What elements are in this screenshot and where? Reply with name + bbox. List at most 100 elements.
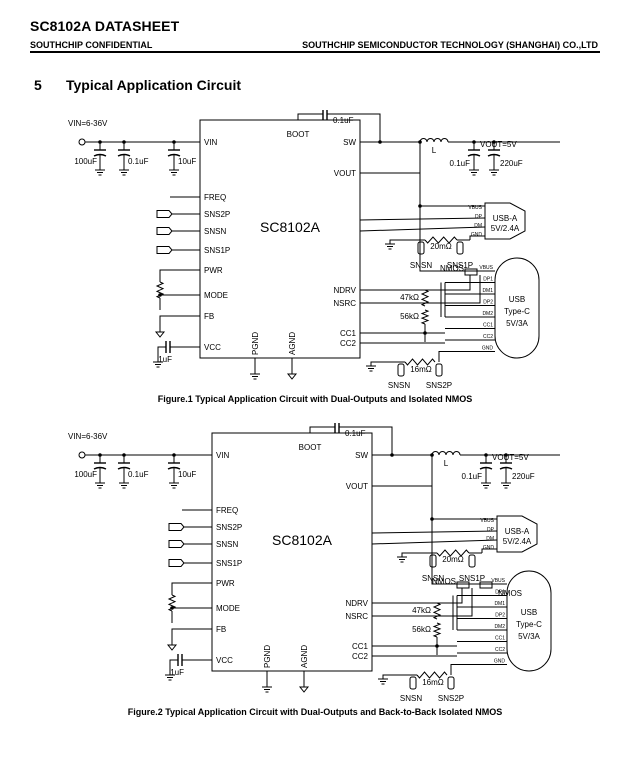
usb-c-pin: DP1 — [483, 277, 493, 283]
boot-cap-label: 0.1uF — [333, 116, 354, 125]
wire — [481, 548, 497, 553]
vin-label: VIN=6-36V — [68, 119, 108, 128]
nmos-label: NMOS — [498, 589, 522, 598]
resistor-47k-label: 47kΩ — [412, 606, 431, 615]
sense-pin-box — [168, 523, 185, 531]
wire — [438, 351, 445, 362]
sense-terminal — [468, 554, 476, 568]
sns-label: SNSN — [410, 261, 432, 270]
sense-terminal — [456, 241, 464, 255]
sense-terminal — [435, 363, 443, 377]
usb-c-pin: CC1 — [483, 323, 493, 329]
sense-resistor-2-label: 16mΩ — [410, 365, 432, 374]
usb-c-rating: 5V/3A — [518, 632, 540, 641]
input-cap-label: 100uF — [74, 470, 97, 479]
vin-label: VIN=6-36V — [68, 432, 108, 441]
usb-c-name: USB — [521, 608, 537, 617]
pin-label-left: MODE — [216, 604, 240, 613]
wire — [159, 315, 200, 332]
usb-c-name: USB — [509, 295, 525, 304]
sense-terminal — [447, 676, 455, 690]
sense-resistor — [436, 549, 470, 557]
pin-label-left: SNS1P — [204, 246, 230, 255]
ic-body — [211, 432, 373, 672]
pin-label-left: SNS1P — [216, 559, 242, 568]
junction-dot — [170, 606, 174, 610]
sns-label: SNS2P — [438, 694, 464, 703]
wire — [450, 664, 457, 675]
usb-a-connector — [496, 515, 538, 553]
output-cap-label: 220uF — [500, 159, 523, 168]
sense-terminal — [417, 241, 425, 255]
junction-dot — [378, 140, 382, 144]
usb-c-pin: CC2 — [483, 334, 493, 340]
dm-wire — [359, 226, 486, 232]
pin-label-left: VCC — [204, 343, 221, 352]
boot-cap-label: 0.1uF — [345, 429, 366, 438]
usb-a-pin: DM — [486, 536, 494, 542]
wire — [297, 113, 323, 120]
usb-c-pin: VBUS — [479, 265, 493, 271]
usb-a-name: USB-A — [505, 527, 530, 536]
sense-pin-box — [168, 559, 185, 567]
usb-a-rating: 5V/2.4A — [503, 537, 532, 546]
nmos-label: NMOS — [440, 264, 464, 273]
inductor-label: L — [432, 146, 437, 155]
vout-label: VOUT=5V — [492, 453, 529, 462]
usb-a-pin: VBUS — [468, 205, 482, 211]
wire — [159, 269, 200, 282]
pin-label-left: VCC — [216, 656, 233, 665]
sense-terminal — [429, 554, 437, 568]
nmos-symbol — [456, 581, 470, 589]
usb-a-pin: VBUS — [480, 518, 494, 524]
junction-dot — [418, 204, 422, 208]
pin-label-right: CC2 — [340, 339, 357, 348]
junction-dot — [430, 453, 434, 457]
pin-label-left: FB — [216, 625, 226, 634]
sense-resistor-1-label: 20mΩ — [442, 555, 464, 564]
pin-label-right: VOUT — [334, 169, 356, 178]
pin-label-right: NDRV — [333, 286, 356, 295]
wire — [339, 426, 393, 455]
usb-c-pin: DP1 — [495, 590, 505, 596]
usb-c-pin: DP2 — [495, 613, 505, 619]
sns-label: SNS1P — [459, 574, 485, 583]
sense-pin-box — [156, 210, 173, 218]
junction-dot — [158, 293, 162, 297]
wire — [401, 552, 437, 557]
confidential-label: SOUTHCHIP CONFIDENTIAL — [30, 40, 153, 50]
usb-c-connector — [506, 570, 552, 672]
pin-label-right: VOUT — [346, 482, 368, 491]
sns-label: SNSN — [400, 694, 422, 703]
usb-c-pin: DM2 — [494, 624, 505, 630]
wire — [327, 113, 381, 142]
vin-terminal — [78, 451, 86, 459]
input-cap-label: 10uF — [178, 470, 196, 479]
pin-label-left: MODE — [204, 291, 228, 300]
vcc-cap-label: 1uF — [158, 355, 172, 364]
usb-c-pin: DM2 — [482, 311, 493, 317]
sense-resistor-2-label: 16mΩ — [422, 678, 444, 687]
sense-terminal — [409, 676, 417, 690]
usb-a-pin: GND — [483, 545, 495, 551]
resistor — [420, 289, 430, 307]
wire — [389, 239, 425, 244]
wire — [372, 588, 473, 617]
pin-label-bottom: AGND — [300, 645, 309, 668]
sns-label: SNSN — [388, 381, 410, 388]
usb-c-name2: Type-C — [504, 307, 530, 316]
pin-label-left: PWR — [204, 266, 223, 275]
junction-dot — [435, 644, 439, 648]
sns-label: SNS2P — [426, 381, 452, 388]
input-cap-label: 100uF — [74, 157, 97, 166]
wire — [419, 173, 485, 207]
usb-c-name2: Type-C — [516, 620, 542, 629]
junction-dot — [418, 140, 422, 144]
sense-pin-box — [156, 246, 173, 254]
wire — [171, 628, 212, 645]
usb-c-pin: DP2 — [483, 300, 493, 306]
usb-a-pin: DP — [487, 527, 495, 533]
dp-wire — [359, 217, 486, 221]
pin-label-right: NDRV — [345, 599, 368, 608]
section-number: 5 — [34, 77, 42, 93]
